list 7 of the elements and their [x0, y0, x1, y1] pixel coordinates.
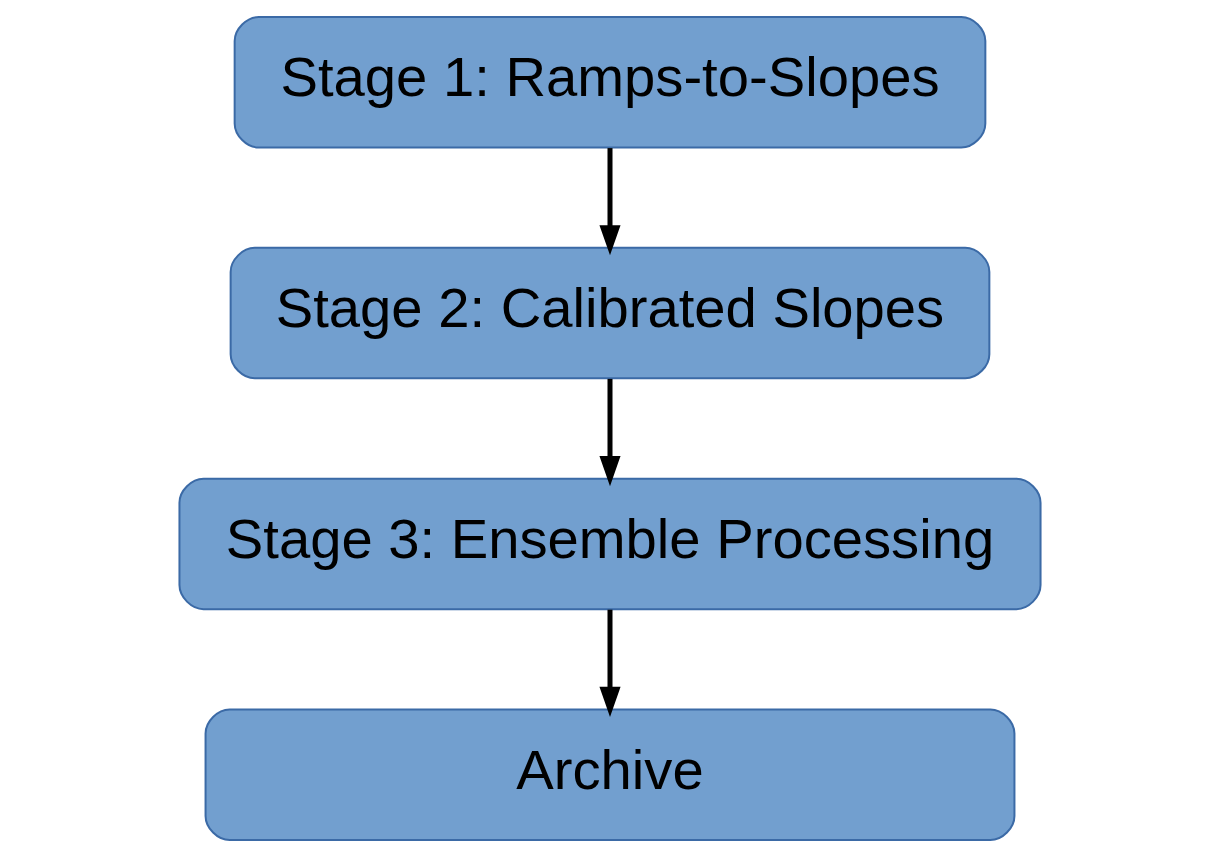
- node-box: Archive: [204, 708, 1016, 841]
- node-box: Stage 1: Ramps-to-Slopes: [233, 15, 987, 148]
- arrow: [599, 378, 621, 486]
- node-box: Stage 2: Calibrated Slopes: [229, 246, 991, 379]
- node-box: Stage 3: Ensemble Processing: [178, 477, 1042, 610]
- arrow: [599, 147, 621, 255]
- arrow: [599, 609, 621, 717]
